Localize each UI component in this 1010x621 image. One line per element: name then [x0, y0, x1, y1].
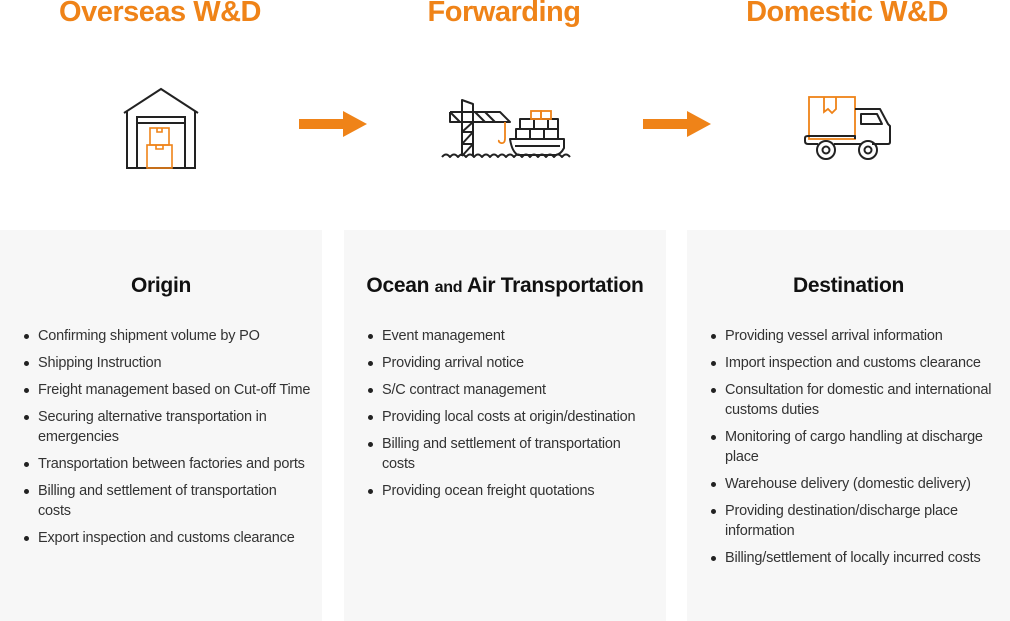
arrow-right-icon [299, 111, 367, 137]
list-item: Providing arrival notice [366, 353, 656, 373]
list-item: Transportation between factories and por… [22, 454, 312, 474]
list-item: Export inspection and customs clearance [22, 528, 312, 548]
stage-title-domestic: Domestic W&D [746, 0, 948, 28]
list-item: Providing destination/discharge place in… [709, 501, 1001, 541]
origin-list: Confirming shipment volume by PO Shippin… [22, 326, 312, 555]
list-item: Securing alternative transportation in e… [22, 407, 312, 447]
list-item: Import inspection and customs clearance [709, 353, 1001, 373]
list-item: Billing/settlement of locally incurred c… [709, 548, 1001, 568]
list-item: S/C contract management [366, 380, 656, 400]
warehouse-icon [123, 87, 199, 169]
title-part-ocean: Ocean [366, 274, 430, 297]
list-item: Confirming shipment volume by PO [22, 326, 312, 346]
list-item: Consultation for domestic and internatio… [709, 380, 1001, 420]
stage-title-forwarding: Forwarding [427, 0, 581, 28]
list-item: Monitoring of cargo handling at discharg… [709, 427, 1001, 467]
crane-ship-icon [441, 99, 571, 158]
panel-destination: Destination Providing vessel arrival inf… [687, 230, 1010, 621]
list-item: Freight management based on Cut-off Time [22, 380, 312, 400]
panel-title-transportation: Ocean and Air Transportation [344, 274, 666, 298]
list-item: Providing vessel arrival information [709, 326, 1001, 346]
list-item: Providing ocean freight quotations [366, 481, 656, 501]
list-item: Providing local costs at origin/destinat… [366, 407, 656, 427]
arrow-right-icon [643, 111, 711, 137]
title-part-air: Air Transportation [466, 274, 644, 297]
panel-transportation: Ocean and Air Transportation Event manag… [344, 230, 666, 621]
list-item: Billing and settlement of transportation… [366, 434, 656, 474]
panel-origin: Origin Confirming shipment volume by PO … [0, 230, 322, 621]
panel-title-destination: Destination [792, 274, 905, 297]
list-item: Event management [366, 326, 656, 346]
title-part-and: and [434, 279, 463, 296]
destination-list: Providing vessel arrival information Imp… [709, 326, 1001, 575]
stage-title-overseas: Overseas W&D [59, 0, 261, 28]
list-item: Shipping Instruction [22, 353, 312, 373]
panel-title-origin: Origin [130, 274, 192, 297]
list-item: Billing and settlement of transportation… [22, 481, 312, 521]
list-item: Warehouse delivery (domestic delivery) [709, 474, 1001, 494]
transportation-list: Event management Providing arrival notic… [366, 326, 656, 508]
delivery-truck-icon [804, 96, 891, 160]
